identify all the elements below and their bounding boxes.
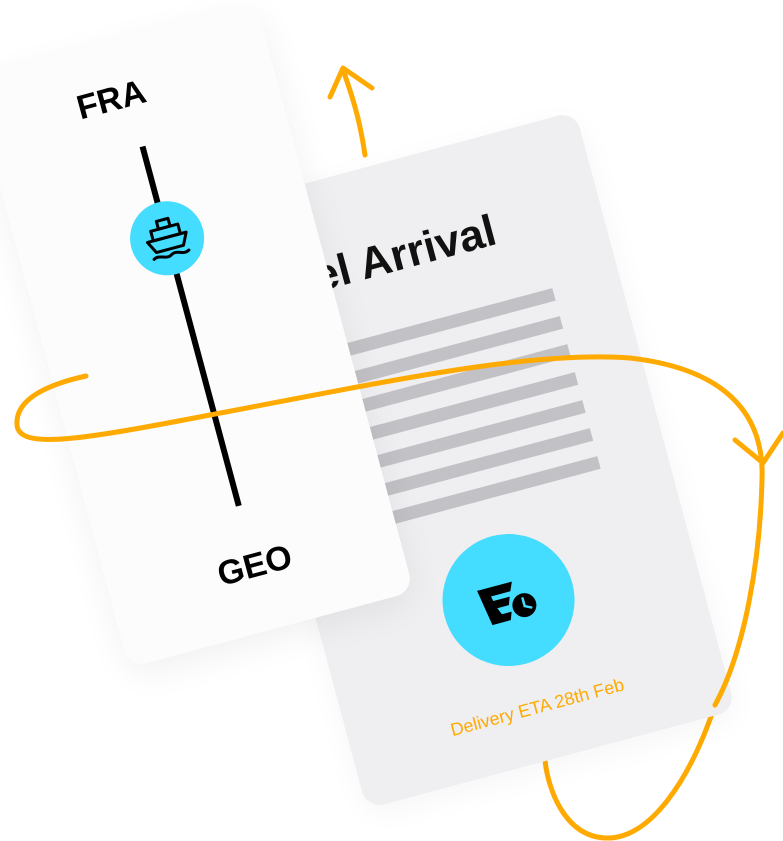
origin-code: FRA bbox=[73, 73, 150, 128]
eta-badge bbox=[442, 534, 575, 667]
eta-text: Delivery ETA 28th Feb bbox=[448, 674, 626, 740]
route-line bbox=[139, 145, 242, 507]
orbit-path-top bbox=[340, 67, 368, 158]
arrow-head-top-icon bbox=[327, 65, 375, 100]
ship-icon bbox=[146, 216, 191, 261]
text-line bbox=[297, 288, 556, 369]
arrow-head-right-icon bbox=[732, 430, 783, 466]
destination-code: GEO bbox=[213, 538, 296, 594]
